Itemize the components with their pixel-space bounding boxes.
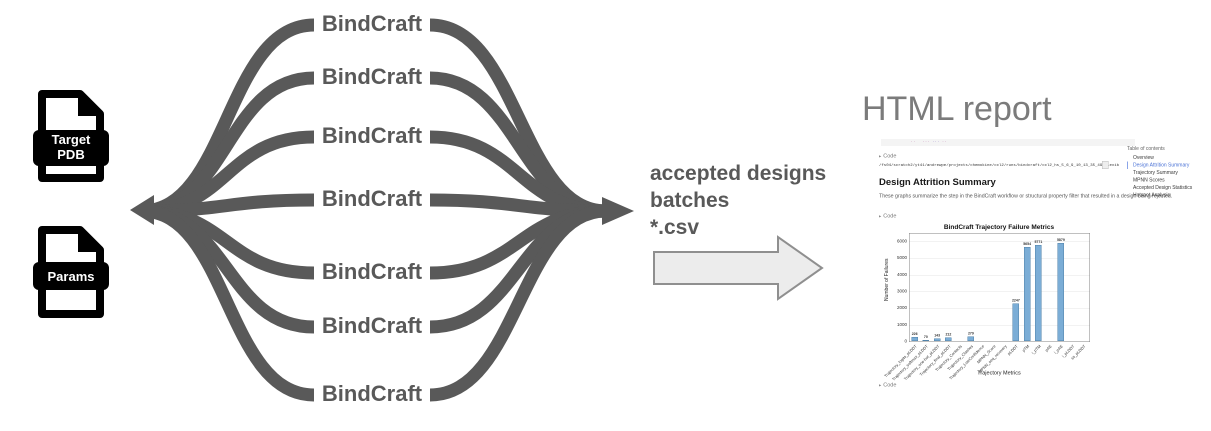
bar-pTM bbox=[1023, 246, 1031, 341]
chevron-right-icon: ▸ bbox=[879, 382, 882, 388]
chart-title: BindCraft Trajectory Failure Metrics bbox=[943, 223, 1055, 231]
code-scroll-box[interactable] bbox=[1102, 161, 1109, 169]
gridline bbox=[909, 291, 1090, 292]
bar-i_pAE bbox=[1057, 243, 1065, 341]
bar-Trajectory_Clashes bbox=[967, 336, 975, 341]
flow-curve bbox=[429, 18, 607, 218]
bar-value-label: 2247 bbox=[1011, 299, 1020, 303]
toc-item[interactable]: Overview bbox=[1133, 155, 1154, 161]
gridline bbox=[909, 324, 1090, 326]
run-path-text: /fs04/scratch2/yt41/andrewpe/projects/ch… bbox=[879, 163, 1120, 168]
toc-item[interactable]: Trajectory Summary bbox=[1133, 170, 1178, 176]
bar-Trajectory_softmax_pLDDT bbox=[922, 339, 930, 341]
x-tick-label: i_pTM bbox=[1030, 344, 1042, 356]
bindcraft-node: BindCraft bbox=[321, 11, 423, 36]
bar-Trajectory_final_pLDDT bbox=[945, 337, 952, 341]
left-merge-tip bbox=[130, 195, 154, 225]
bindcraft-node: BindCraft bbox=[321, 64, 423, 89]
section-description: These graphs summarize the step in the B… bbox=[879, 193, 1173, 199]
toc-item[interactable]: MPNN Scores bbox=[1133, 177, 1165, 184]
output-label-line3: *.csv bbox=[650, 216, 700, 239]
chevron-right-icon: ▸ bbox=[879, 213, 882, 219]
y-tick-label: 4000 bbox=[896, 271, 907, 277]
bindcraft-node: BindCraft bbox=[321, 186, 423, 211]
report-heading: HTML report bbox=[862, 90, 1052, 128]
bar-i_pTM bbox=[1035, 244, 1042, 341]
params-file-icon: Params bbox=[33, 226, 109, 318]
svg-text:PDB: PDB bbox=[57, 147, 84, 162]
flow-curve bbox=[141, 18, 315, 218]
bar-Trajectory_logits_pLDDT bbox=[911, 337, 918, 341]
bindcraft-node: BindCraft bbox=[321, 123, 423, 148]
gridline bbox=[909, 241, 1090, 242]
right-merge-tip bbox=[602, 197, 634, 225]
bar-pLDDT bbox=[1012, 303, 1020, 341]
toc-title: Table of contents bbox=[1127, 146, 1165, 152]
flow-curve bbox=[141, 204, 315, 402]
code-toggle-1[interactable]: ▸Code bbox=[879, 153, 897, 159]
section-heading: Design Attrition Summary bbox=[879, 177, 996, 188]
chart-x-axis-label: Trajectory Metrics bbox=[977, 370, 1021, 376]
output-label-line2: batches bbox=[650, 189, 730, 212]
toc-item[interactable]: Hotspot Analysis bbox=[1133, 192, 1170, 199]
gridline bbox=[909, 274, 1090, 276]
bar-value-label: 212 bbox=[945, 332, 952, 337]
bar-value-label: 5879 bbox=[1056, 238, 1065, 243]
bar-value-label: 143 bbox=[934, 334, 941, 338]
y-tick-label: 3000 bbox=[896, 288, 907, 294]
bar-value-label: 5771 bbox=[1034, 240, 1043, 244]
bar-value-label: 5654 bbox=[1023, 242, 1032, 246]
chevron-right-icon: ▸ bbox=[879, 153, 882, 159]
bar-value-label: 70 bbox=[923, 335, 928, 339]
y-tick-label: 2000 bbox=[896, 305, 907, 311]
bindcraft-node: BindCraft bbox=[321, 381, 423, 406]
gridline bbox=[909, 258, 1090, 259]
output-label: accepted designs batches *.csv bbox=[650, 160, 826, 241]
svg-text:Params: Params bbox=[48, 269, 95, 284]
x-tick-label: pAE bbox=[1044, 344, 1053, 353]
bar-Trajectory_one-hot_pLDDT bbox=[933, 338, 941, 341]
bindcraft-node: BindCraft bbox=[321, 259, 423, 284]
bindcraft-node: BindCraft bbox=[321, 313, 423, 338]
chart-y-axis-label: Number of Failures bbox=[883, 258, 890, 302]
y-tick-label: 1000 bbox=[896, 321, 907, 327]
x-tick-label: pTM bbox=[1021, 344, 1031, 353]
bar-value-label: 226 bbox=[911, 332, 918, 337]
bar-value-label: 279 bbox=[967, 331, 974, 336]
code-toggle-2[interactable]: ▸Code bbox=[879, 213, 897, 219]
y-tick-label: 6000 bbox=[896, 238, 907, 244]
truncated-code-row: ·· ··· ··· ·· bbox=[881, 139, 1135, 146]
flow-curve bbox=[429, 204, 607, 402]
toc-item[interactable]: Accepted Design Statistics bbox=[1133, 185, 1193, 191]
toc-item[interactable]: Design Attrition Summary bbox=[1127, 161, 1210, 169]
y-tick-label: 0 bbox=[904, 338, 907, 344]
output-label-line1: accepted designs bbox=[650, 162, 827, 185]
y-tick-label: 5000 bbox=[896, 255, 907, 261]
svg-text:Target: Target bbox=[52, 132, 91, 147]
flow-arrow-icon bbox=[653, 235, 824, 301]
report-screenshot: ·· ··· ··· ·· ▸Code /fs04/scratch2/yt41/… bbox=[872, 137, 1211, 431]
gridline bbox=[909, 308, 1090, 309]
code-toggle-3[interactable]: ▸Code bbox=[879, 382, 897, 388]
x-tick-label: pLDDT bbox=[1006, 344, 1020, 357]
